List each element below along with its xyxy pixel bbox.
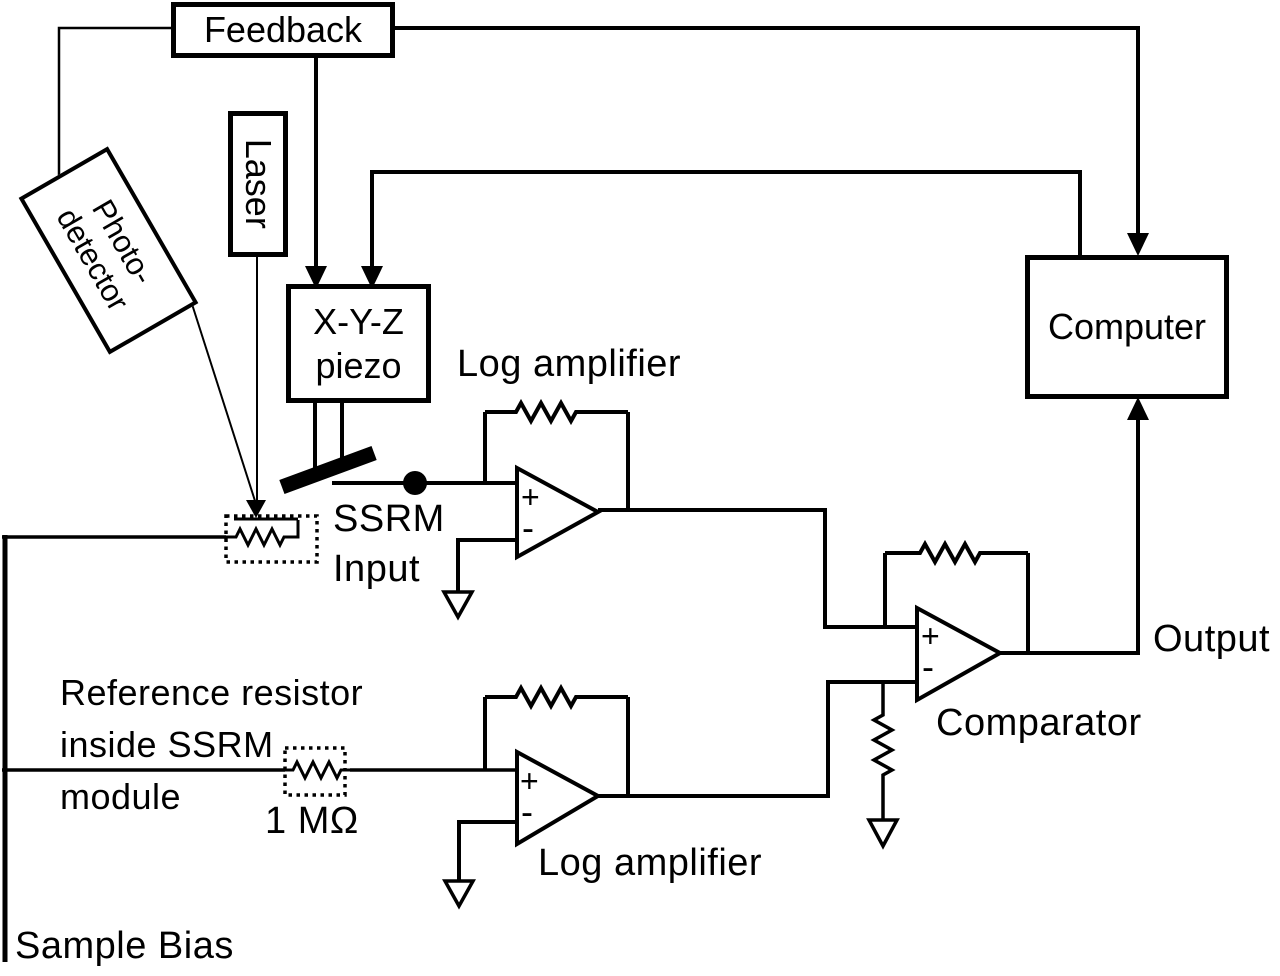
comparator-triangle [915, 604, 1005, 704]
arrowhead-computer-top-icon [1127, 233, 1149, 256]
opamp1-minus-wire [456, 538, 517, 592]
opamp1-minus-sign: - [522, 507, 534, 548]
opamp1-feedback-resistor [485, 398, 628, 426]
ssrm-input-label-line1: SSRM [333, 498, 445, 540]
log-amplifier-bottom-label: Log amplifier [538, 842, 763, 884]
sample-resistor-element [226, 520, 300, 549]
arrowhead-computer-bottom-icon [1127, 397, 1149, 420]
ref-resistor-element [285, 758, 350, 782]
feedback-label: Feedback [203, 9, 363, 51]
reference-resistor-label: Reference resistor inside SSRM module [60, 667, 363, 823]
comparator-minus-branch-resistor [870, 682, 896, 820]
photodetector-beam-line [190, 300, 257, 505]
probe-tip [246, 500, 266, 518]
ground-symbol-comparator-icon [866, 818, 900, 850]
reference-resistor-label-line3: module [60, 776, 182, 817]
wire-logamp2-to-comparator [598, 680, 917, 798]
opamp1-triangle [515, 464, 603, 561]
log-amplifier-top-label: Log amplifier [457, 343, 682, 385]
wire-computer-to-piezo [370, 170, 1082, 268]
opamp2-plus-sign: + [520, 763, 539, 799]
wire-comparator-output [1000, 420, 1140, 655]
opamp2-triangle [515, 748, 603, 848]
opamp1-plus-sign: + [521, 479, 540, 515]
computer-box: Computer [1025, 255, 1229, 399]
computer-label: Computer [1047, 306, 1207, 348]
laser-box: Laser [228, 111, 288, 257]
comparator-minus-sign: - [922, 646, 934, 687]
sample-dotted-box [224, 514, 319, 564]
ssrm-input-label-line2: Input [333, 548, 421, 590]
ground-symbol-logamp1-icon [441, 590, 475, 621]
reference-resistor-label-line2: inside SSRM [60, 724, 274, 765]
arrowhead-piezo-left-icon [305, 266, 327, 289]
opamp2-minus-wire [457, 820, 517, 881]
comparator-label: Comparator [936, 702, 1142, 744]
opamp2-feedback-resistor [485, 683, 628, 711]
xyz-piezo-box: X-Y-Z piezo [286, 284, 431, 403]
arrowhead-piezo-right-icon [361, 266, 383, 289]
wire-logamp1-to-comparator [598, 508, 917, 629]
xyz-piezo-label-line2: piezo [315, 344, 402, 386]
ssrm-input-label: SSRM Input [333, 494, 445, 594]
wire-feedback-to-photodetector [57, 26, 171, 175]
reference-resistor-label-line1: Reference resistor [60, 672, 364, 713]
sample-bias-label: Sample Bias [15, 925, 234, 967]
wire-feedback-to-computer [394, 26, 1140, 234]
xyz-piezo-label: X-Y-Z piezo [313, 300, 404, 388]
comparator-plus-sign: + [921, 618, 940, 654]
xyz-piezo-label-line1: X-Y-Z [313, 300, 404, 342]
laser-label: Laser [237, 138, 279, 230]
junction-dot-ssrm-input [403, 471, 427, 495]
opamp2-minus-sign: - [521, 791, 533, 832]
ground-symbol-logamp2-icon [442, 879, 476, 910]
cantilever [279, 446, 377, 494]
output-label: Output [1153, 618, 1271, 660]
comparator-feedback-resistor [885, 539, 1028, 567]
feedback-box: Feedback [171, 2, 395, 58]
resistor-value-label: 1 MΩ [265, 800, 359, 842]
